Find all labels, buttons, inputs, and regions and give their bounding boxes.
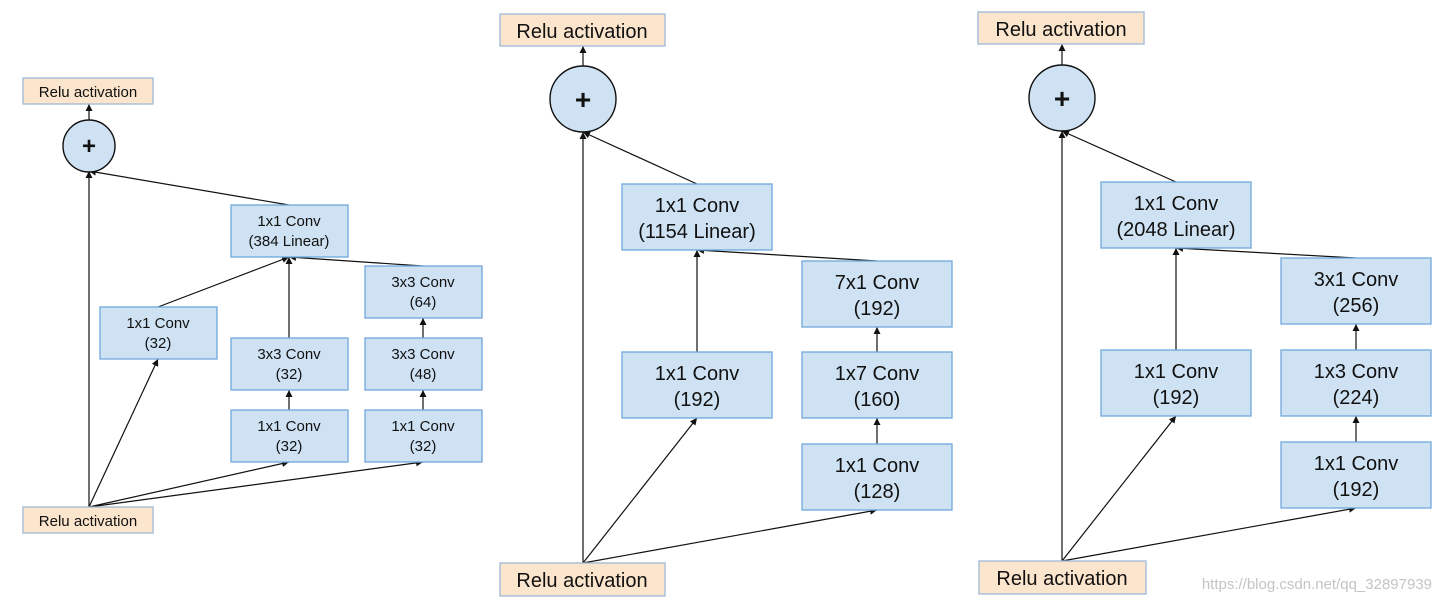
b-b2-conv3-line1: 7x1 Conv <box>835 272 920 294</box>
a-b3-conv2-line1: 3x3 Conv <box>391 346 455 363</box>
a-b1-conv: 1x1 Conv (32) <box>99 306 218 360</box>
a-b2-conv1: 1x1 Conv (32) <box>230 409 349 463</box>
c-b2-conv1-line1: 1x1 Conv <box>1314 453 1399 475</box>
edge-a-linear-to-add <box>88 168 290 206</box>
c-b1-conv-line2: (192) <box>1153 387 1200 409</box>
a-b3-conv2: 3x3 Conv (48) <box>364 337 483 391</box>
b-conv-linear-line1: 1x1 Conv <box>655 195 740 217</box>
b-add-node: + <box>549 65 617 133</box>
b-b2-conv3-line2: (192) <box>854 298 901 320</box>
edge-c-relu-to-b1 <box>1061 415 1177 562</box>
c-relu-top-label: Relu activation <box>995 19 1126 41</box>
a-relu-top-label: Relu activation <box>39 84 137 101</box>
edge-b-linear-to-add <box>582 131 698 185</box>
a-b3-conv1-line2: (32) <box>410 438 437 455</box>
edge-c-b2-to-linear <box>1175 244 1357 259</box>
c-b2-conv2: 1x3 Conv (224) <box>1280 349 1432 417</box>
b-b2-conv1-line1: 1x1 Conv <box>835 455 920 477</box>
b-b2-conv2-line2: (160) <box>854 389 901 411</box>
b-b1-conv-line1: 1x1 Conv <box>655 363 740 385</box>
c-b2-conv3-line1: 3x1 Conv <box>1314 269 1399 291</box>
c-relu-bottom: Relu activation <box>978 560 1147 595</box>
edge-b-relu-to-b2 <box>582 507 878 564</box>
a-conv-linear-line1: 1x1 Conv <box>257 213 321 230</box>
watermark: https://blog.csdn.net/qq_32897939 <box>1202 576 1432 593</box>
edge-a-relu-to-b1 <box>88 358 159 508</box>
c-b2-conv3-line2: (256) <box>1333 295 1380 317</box>
c-b1-conv: 1x1 Conv (192) <box>1100 349 1252 417</box>
a-b3-conv3: 3x3 Conv (64) <box>364 265 483 319</box>
a-b3-conv3-line1: 3x3 Conv <box>391 274 455 291</box>
edge-c-linear-to-add <box>1061 130 1177 183</box>
c-conv-linear-line1: 1x1 Conv <box>1134 193 1219 215</box>
edge-c-relu-to-b2 <box>1061 505 1357 562</box>
a-b3-conv3-line2: (64) <box>410 294 437 311</box>
edge-b-relu-to-b1 <box>582 417 698 564</box>
b-relu-bottom: Relu activation <box>499 562 666 597</box>
b-conv-linear: 1x1 Conv (1154 Linear) <box>621 183 773 251</box>
b-relu-top-label: Relu activation <box>516 21 647 43</box>
b-b2-conv2: 1x7 Conv (160) <box>801 351 953 419</box>
diagram-a-edges <box>85 104 427 508</box>
a-b2-conv2-line1: 3x3 Conv <box>257 346 321 363</box>
a-b2-conv1-line1: 1x1 Conv <box>257 418 321 435</box>
diagram-c: Relu activation + 1x1 Conv (2048 Linear)… <box>977 11 1432 595</box>
edge-b-b2-to-linear <box>696 246 878 262</box>
a-relu-bottom: Relu activation <box>22 506 154 534</box>
a-add-node: + <box>62 119 116 173</box>
b-relu-bottom-label: Relu activation <box>516 570 647 592</box>
c-add-node: + <box>1028 64 1096 132</box>
b-b1-conv-line2: (192) <box>674 389 721 411</box>
a-b3-conv1: 1x1 Conv (32) <box>364 409 483 463</box>
c-b2-conv2-line1: 1x3 Conv <box>1314 361 1399 383</box>
c-relu-top: Relu activation <box>977 11 1145 45</box>
a-b2-conv2: 3x3 Conv (32) <box>230 337 349 391</box>
b-b1-conv: 1x1 Conv (192) <box>621 351 773 419</box>
a-b3-conv1-line1: 1x1 Conv <box>391 418 455 435</box>
a-conv-linear-line2: (384 Linear) <box>249 233 330 250</box>
edge-a-b3-to-linear <box>288 253 424 267</box>
b-b2-conv3: 7x1 Conv (192) <box>801 260 953 328</box>
c-relu-bottom-label: Relu activation <box>996 568 1127 590</box>
diagram-a: Relu activation + 1x1 Conv (384 Linear) … <box>22 77 483 534</box>
a-b3-conv2-line2: (48) <box>410 366 437 383</box>
a-b2-conv2-line2: (32) <box>276 366 303 383</box>
c-add-label: + <box>1054 83 1070 114</box>
edge-a-relu-to-b3 <box>88 459 424 508</box>
c-conv-linear: 1x1 Conv (2048 Linear) <box>1100 181 1252 249</box>
b-conv-linear-line2: (1154 Linear) <box>638 221 755 243</box>
a-conv-linear: 1x1 Conv (384 Linear) <box>230 204 349 258</box>
c-conv-linear-line2: (2048 Linear) <box>1117 219 1236 241</box>
b-add-label: + <box>575 84 591 115</box>
b-relu-top: Relu activation <box>499 13 666 47</box>
diagram-c-edges <box>1058 44 1360 562</box>
a-b1-conv-line1: 1x1 Conv <box>126 315 190 332</box>
a-add-label: + <box>82 133 96 160</box>
diagram-b: Relu activation + 1x1 Conv (1154 Linear)… <box>499 13 953 597</box>
c-b2-conv1-line2: (192) <box>1333 479 1380 501</box>
c-b1-conv-line1: 1x1 Conv <box>1134 361 1219 383</box>
a-b1-conv-line2: (32) <box>145 335 172 352</box>
c-b2-conv1: 1x1 Conv (192) <box>1280 441 1432 509</box>
edge-a-b1-to-linear <box>157 256 290 308</box>
b-b2-conv1-line2: (128) <box>854 481 901 503</box>
b-b2-conv1: 1x1 Conv (128) <box>801 443 953 511</box>
a-relu-bottom-label: Relu activation <box>39 513 137 530</box>
b-b2-conv2-line1: 1x7 Conv <box>835 363 920 385</box>
a-relu-top: Relu activation <box>22 77 154 105</box>
c-b2-conv3: 3x1 Conv (256) <box>1280 257 1432 325</box>
c-b2-conv2-line2: (224) <box>1333 387 1380 409</box>
a-b2-conv1-line2: (32) <box>276 438 303 455</box>
edge-a-relu-to-b2 <box>88 460 290 508</box>
diagram-b-edges <box>579 46 881 564</box>
